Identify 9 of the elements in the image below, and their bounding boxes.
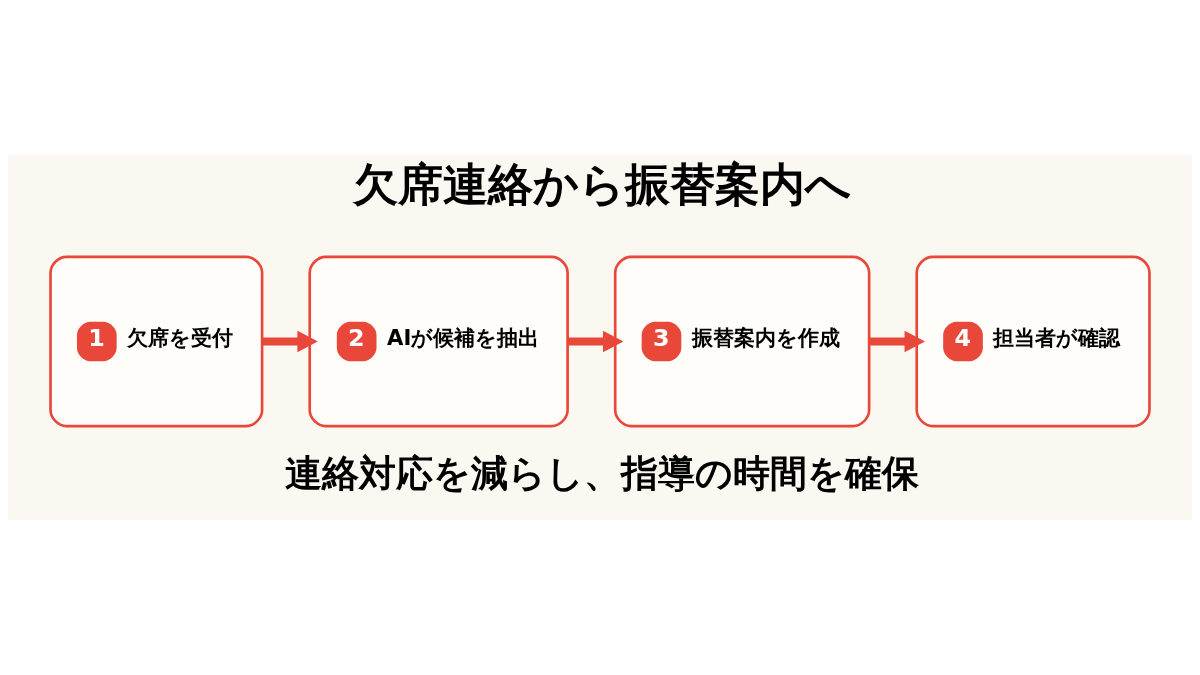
arrow (262, 330, 318, 353)
arrow (869, 330, 925, 353)
node-box: 2 AIが候補を抽出 (308, 255, 569, 428)
diagram-title: 欠席連絡から振替案内へ (352, 158, 851, 212)
arrow (568, 330, 624, 353)
node-box: 4 担当者が確認 (915, 255, 1151, 428)
node-box: 1 欠席を受付 (49, 255, 264, 428)
node-box: 3 振替案内を作成 (613, 255, 871, 428)
caption: 連絡対応を減らし、指導の時間を確保 (285, 452, 920, 496)
